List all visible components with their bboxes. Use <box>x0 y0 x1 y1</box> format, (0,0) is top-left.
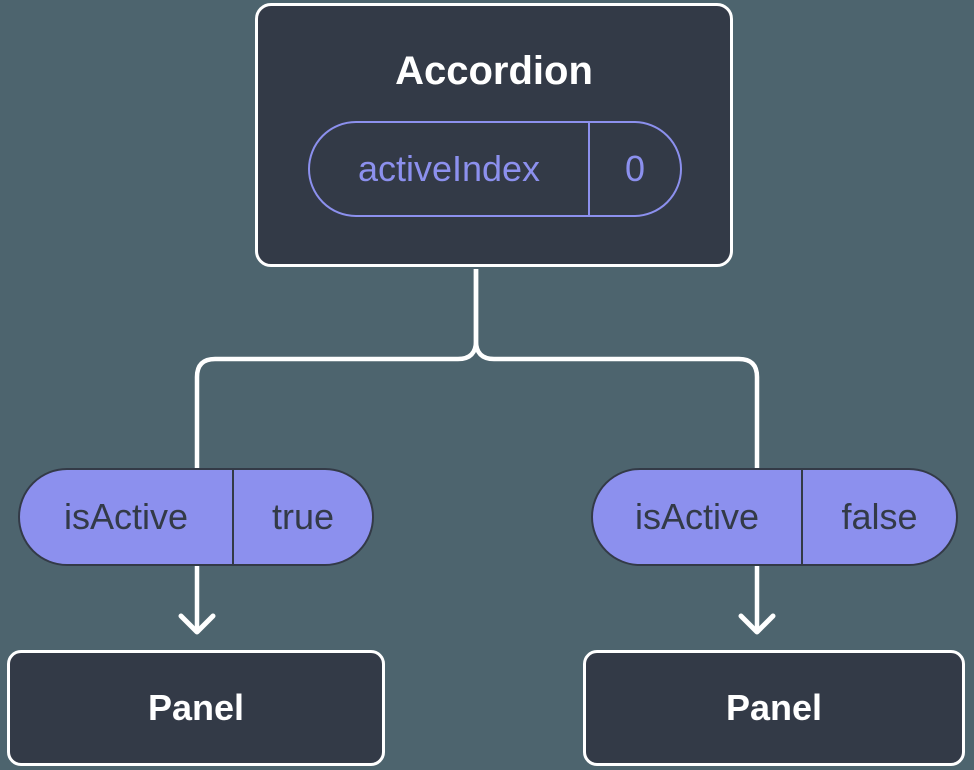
prop-pill-right: isActive false <box>591 468 958 566</box>
prop-pill-right-label: isActive <box>634 496 760 537</box>
prop-pill-left-label: isActive <box>63 496 189 537</box>
accordion-node-title: Accordion <box>395 49 593 93</box>
prop-pill-left: isActive true <box>18 468 374 566</box>
arrow-down-left-icon <box>178 613 216 635</box>
state-pill-value: 0 <box>588 123 680 215</box>
prop-pill-right-value: false <box>801 470 956 564</box>
state-pill-label: activeIndex <box>357 148 541 189</box>
accordion-node: Accordion activeIndex 0 <box>255 3 733 267</box>
state-pill: activeIndex 0 <box>308 121 682 217</box>
connector-right-branch <box>473 269 760 630</box>
panel-node-left: Panel <box>7 650 385 766</box>
connector-left-branch <box>194 269 479 630</box>
prop-pill-left-value: true <box>232 470 372 564</box>
arrow-down-right-icon <box>738 613 776 635</box>
panel-node-right: Panel <box>583 650 965 766</box>
